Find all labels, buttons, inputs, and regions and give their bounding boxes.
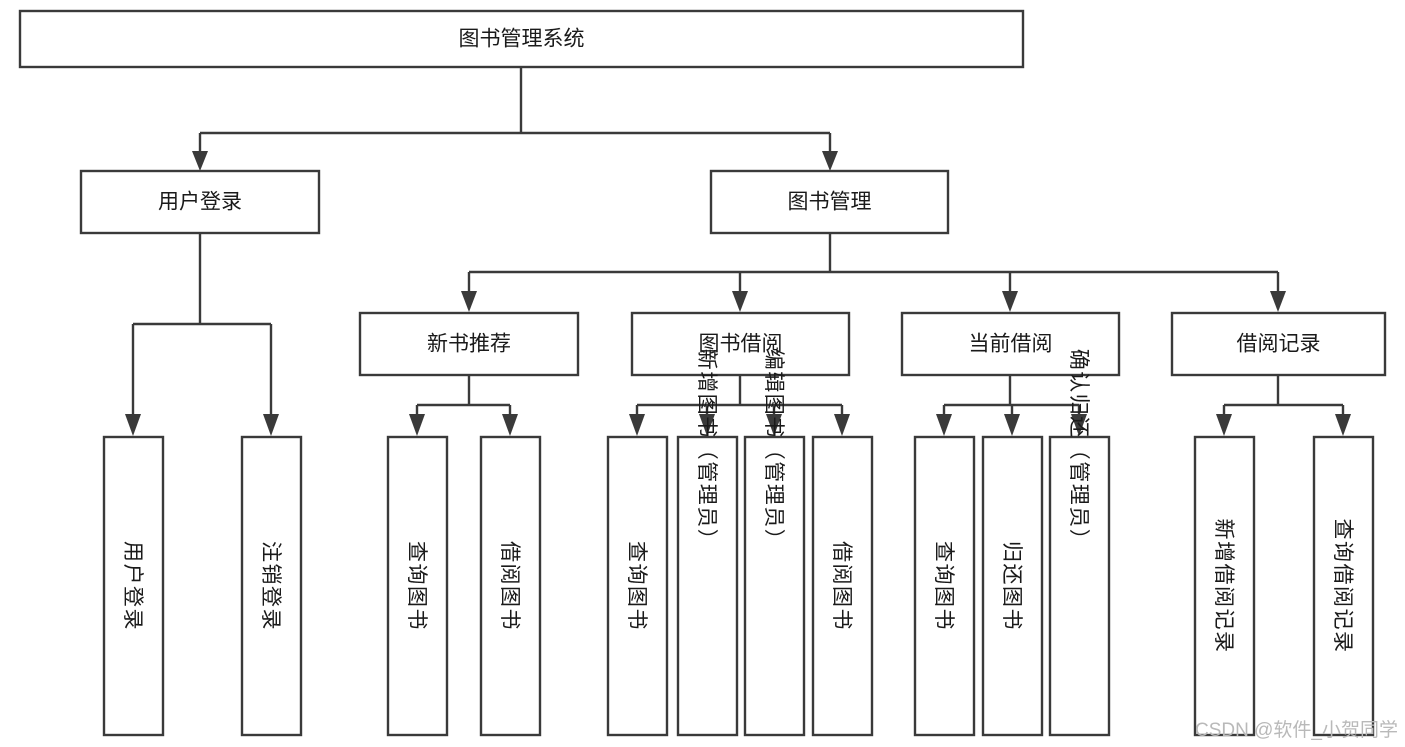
node-leaf-edit-book-label: 编辑图书（管理员） (762, 349, 785, 552)
node-leaf-query-book-bb-box[interactable] (606, 435, 669, 737)
node-book-manage-label: 图书管理 (788, 191, 872, 214)
node-leaf-confirm-return-box[interactable] (1048, 435, 1111, 737)
node-leaf-query-book-cb-box[interactable] (913, 435, 976, 737)
node-leaf-borrow-book-rec-label: 借阅图书 (498, 541, 521, 631)
node-user-login-label: 用户登录 (158, 191, 242, 214)
node-current-borrow[interactable]: 当前借阅 (900, 311, 1121, 377)
node-leaf-query-book-rec-box[interactable] (386, 435, 449, 737)
node-leaf-add-record-box[interactable] (1193, 435, 1256, 737)
node-book-borrow-label: 图书借阅 (699, 333, 783, 356)
node-current-borrow-label: 当前借阅 (969, 333, 1053, 356)
node-leaf-borrow-book-rec-box[interactable] (479, 435, 542, 737)
connector-title-to-level2 (198, 67, 832, 153)
node-title[interactable]: 图书管理系统 (18, 9, 1025, 69)
node-leaf-user-login[interactable]: 用户登录 (102, 435, 165, 737)
connector-bookmanage-to-level3 (467, 233, 1280, 295)
node-leaf-logout-label: 注销登录 (259, 541, 282, 631)
node-book-manage[interactable]: 图书管理 (709, 169, 950, 235)
arrow-head-leaf-logout (263, 414, 279, 436)
node-leaf-return-book[interactable]: 归还图书 (981, 435, 1044, 737)
arrow-head-leaf-edit-book (766, 414, 782, 436)
arrow-head-new-book-rec (461, 291, 477, 312)
node-book-manage-box[interactable] (709, 169, 950, 235)
node-leaf-query-record-label: 查询借阅记录 (1331, 519, 1354, 654)
node-leaf-query-book-cb[interactable]: 查询图书 (913, 435, 976, 737)
node-user-login-box[interactable] (79, 169, 321, 235)
node-book-borrow-box[interactable] (630, 311, 851, 377)
connector-bookborrow-to-leaves (635, 375, 844, 419)
node-leaf-borrow-book-bb-box[interactable] (811, 435, 874, 737)
node-leaf-query-record[interactable]: 查询借阅记录 (1312, 435, 1375, 737)
node-leaf-query-book-bb-label: 查询图书 (625, 541, 648, 631)
node-leaf-add-book[interactable]: 新增图书（管理员） (676, 349, 739, 737)
node-leaf-user-login-box[interactable] (102, 435, 165, 737)
node-leaf-query-book-cb-label: 查询图书 (932, 541, 955, 631)
node-borrow-record[interactable]: 借阅记录 (1170, 311, 1387, 377)
arrow-head-leaf-add-book (699, 414, 715, 436)
node-leaf-logout-box[interactable] (240, 435, 303, 737)
node-leaf-user-login-label: 用户登录 (121, 541, 144, 631)
node-leaf-query-record-box[interactable] (1312, 435, 1375, 737)
connector-layer (125, 67, 1351, 436)
connector-newbook-to-leaves (415, 375, 512, 419)
node-borrow-record-label: 借阅记录 (1237, 333, 1321, 356)
arrow-head-book-borrow (732, 291, 748, 312)
node-new-book-rec[interactable]: 新书推荐 (358, 311, 580, 377)
connector-currentborrow-to-leaves (942, 375, 1081, 419)
node-leaf-query-book-rec-label: 查询图书 (405, 541, 428, 631)
node-leaf-borrow-book-bb[interactable]: 借阅图书 (811, 435, 874, 737)
node-title-label: 图书管理系统 (459, 28, 585, 51)
connector-userlogin-to-leaves (131, 233, 273, 419)
node-leaf-edit-book-box[interactable] (743, 435, 806, 737)
node-new-book-rec-label: 新书推荐 (427, 333, 511, 356)
node-leaf-add-record-label: 新增借阅记录 (1212, 519, 1235, 654)
node-leaf-confirm-return-label: 确认归还（管理员） (1067, 349, 1090, 552)
arrow-head-leaf-confirm-return (1071, 414, 1087, 436)
arrow-head-leaf-query-book-bb (629, 414, 645, 436)
arrow-head-leaf-user-login (125, 414, 141, 436)
arrow-head-leaf-add-record (1216, 414, 1232, 436)
node-title-box[interactable] (18, 9, 1025, 69)
node-leaf-return-book-box[interactable] (981, 435, 1044, 737)
node-leaf-query-book-bb[interactable]: 查询图书 (606, 435, 669, 737)
arrow-head-book-manage (822, 151, 838, 171)
node-book-borrow[interactable]: 图书借阅 (630, 311, 851, 377)
node-user-login[interactable]: 用户登录 (79, 169, 321, 235)
node-new-book-rec-box[interactable] (358, 311, 580, 377)
node-leaf-add-record[interactable]: 新增借阅记录 (1193, 435, 1256, 737)
node-leaf-add-book-label: 新增图书（管理员） (695, 349, 718, 552)
arrow-head-leaf-query-record (1335, 414, 1351, 436)
node-leaf-add-book-box[interactable] (676, 435, 739, 737)
node-leaf-logout[interactable]: 注销登录 (240, 435, 303, 737)
arrow-head-leaf-query-book-cb (936, 414, 952, 436)
arrow-head-current-borrow (1002, 291, 1018, 312)
arrow-head-leaf-query-book-rec (409, 414, 425, 436)
watermark-text: CSDN @软件_小贺同学 (1195, 719, 1398, 741)
arrow-head-borrow-record (1270, 291, 1286, 312)
node-leaf-edit-book[interactable]: 编辑图书（管理员） (743, 349, 806, 737)
node-leaf-borrow-book-bb-label: 借阅图书 (830, 541, 853, 631)
node-leaf-borrow-book-rec[interactable]: 借阅图书 (479, 435, 542, 737)
node-leaf-return-book-label: 归还图书 (1000, 541, 1023, 631)
node-borrow-record-box[interactable] (1170, 311, 1387, 377)
arrow-head-user-login (192, 151, 208, 171)
arrow-head-leaf-return-book (1004, 414, 1020, 436)
arrow-head-leaf-borrow-book-bb (834, 414, 850, 436)
node-leaf-confirm-return[interactable]: 确认归还（管理员） (1048, 349, 1111, 737)
node-current-borrow-box[interactable] (900, 311, 1121, 377)
arrow-head-leaf-borrow-book-rec (502, 414, 518, 436)
node-leaf-query-book-rec[interactable]: 查询图书 (386, 435, 449, 737)
connector-borrowrecord-to-leaves (1222, 375, 1345, 419)
